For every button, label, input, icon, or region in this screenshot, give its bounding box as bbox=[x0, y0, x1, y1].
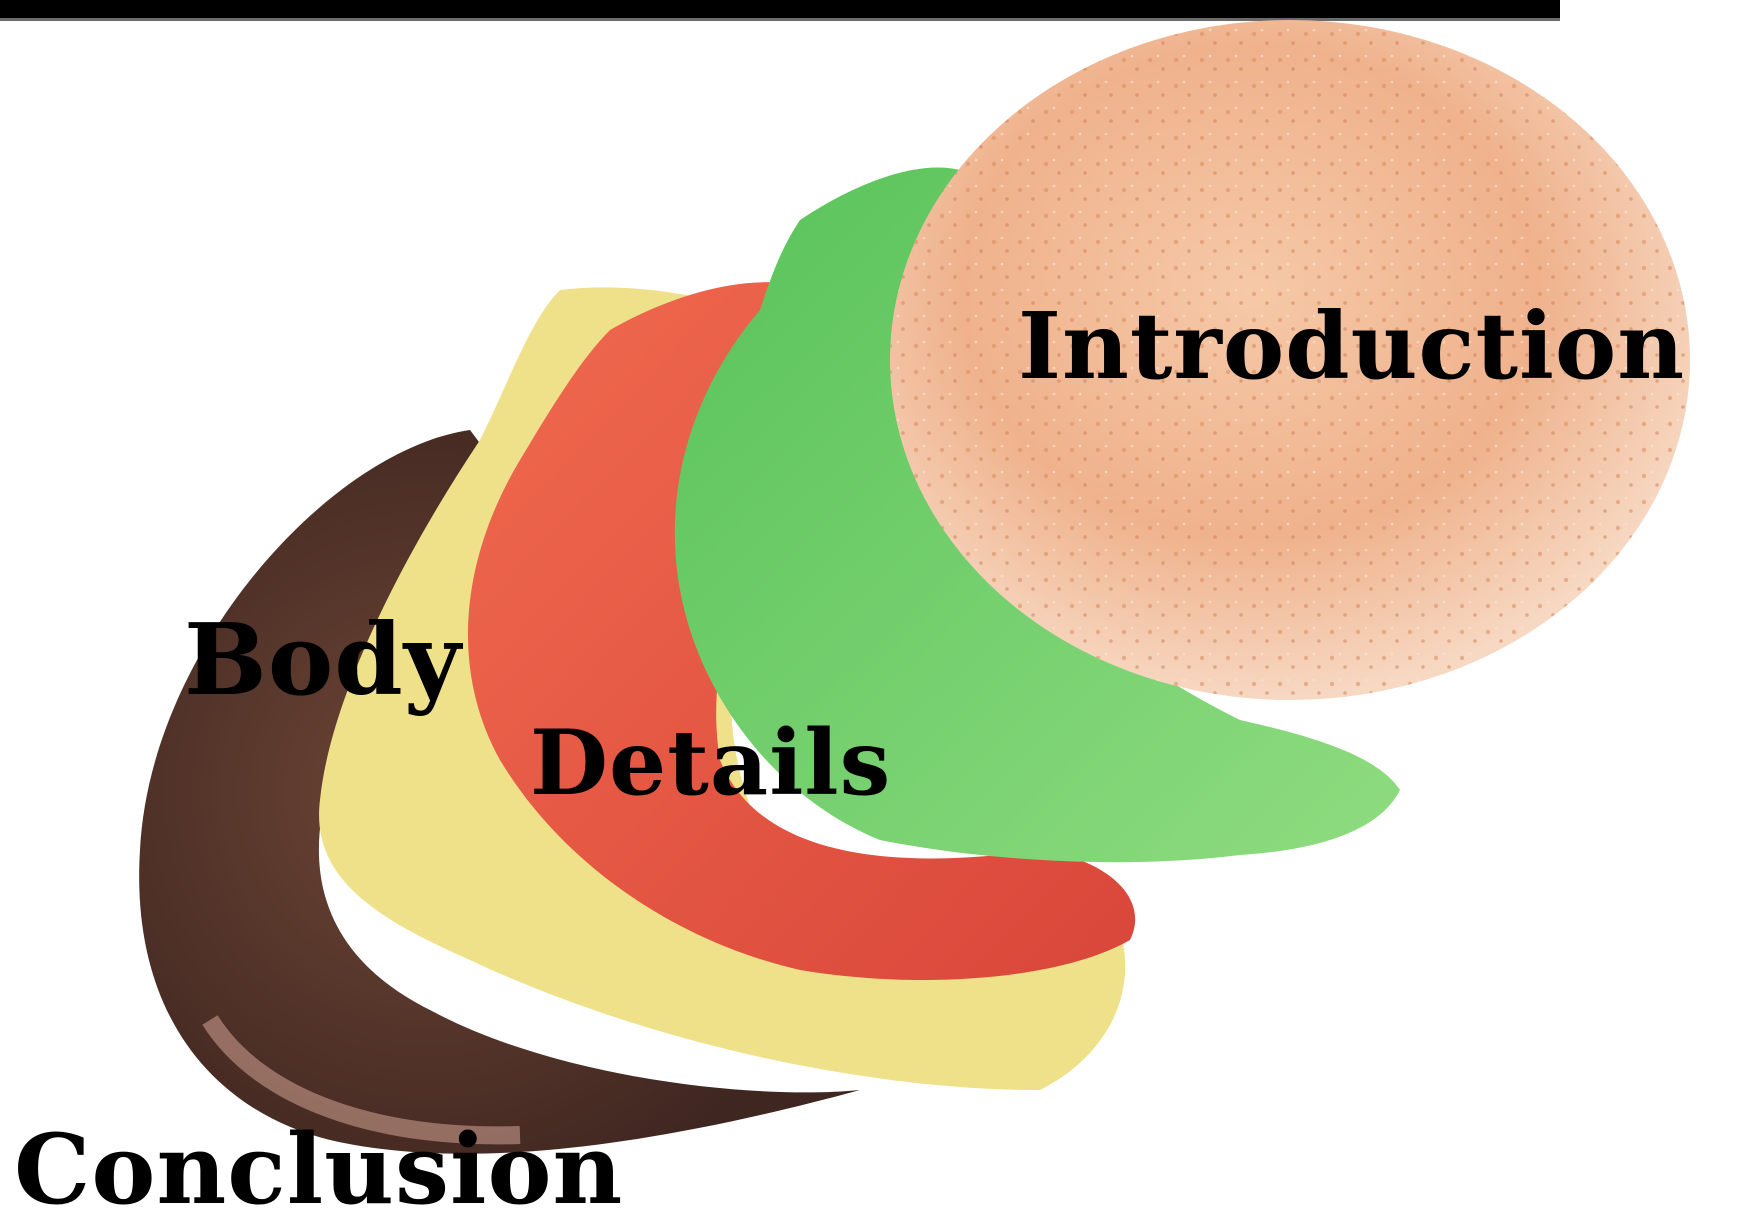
details-label: Details bbox=[530, 718, 891, 808]
introduction-label: Introduction bbox=[1018, 300, 1685, 392]
body-label: Body bbox=[184, 612, 462, 710]
conclusion-label: Conclusion bbox=[14, 1122, 623, 1216]
